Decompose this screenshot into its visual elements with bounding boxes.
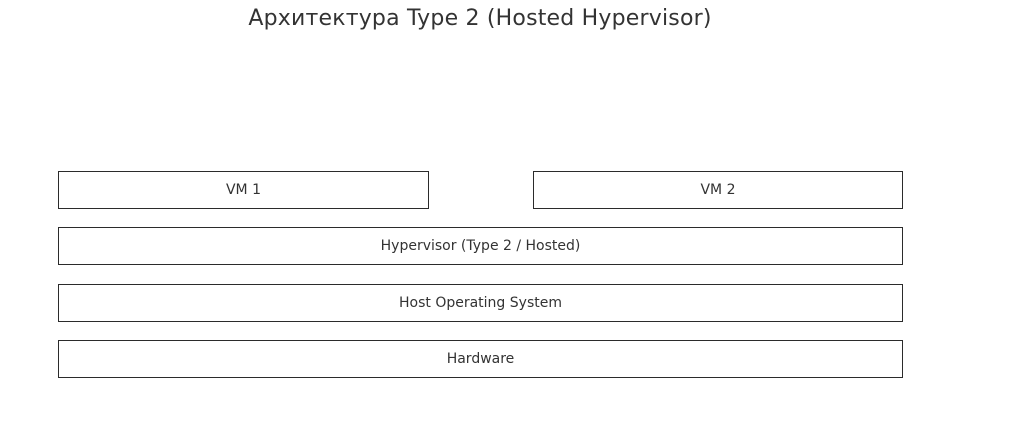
hardware-label: Hardware xyxy=(446,351,515,367)
vm2-label: VM 2 xyxy=(700,182,736,198)
vm2-box: VM 2 xyxy=(533,171,903,209)
vm1-box: VM 1 xyxy=(58,171,429,209)
host-os-box: Host Operating System xyxy=(58,284,903,322)
vm1-label: VM 1 xyxy=(225,182,261,198)
hardware-box: Hardware xyxy=(58,340,903,378)
hypervisor-label: Hypervisor (Type 2 / Hosted) xyxy=(380,238,581,254)
host-os-label: Host Operating System xyxy=(399,295,562,311)
diagram-title: Архитектура Type 2 (Hosted Hypervisor) xyxy=(248,6,712,31)
hypervisor-box: Hypervisor (Type 2 / Hosted) xyxy=(58,227,903,265)
